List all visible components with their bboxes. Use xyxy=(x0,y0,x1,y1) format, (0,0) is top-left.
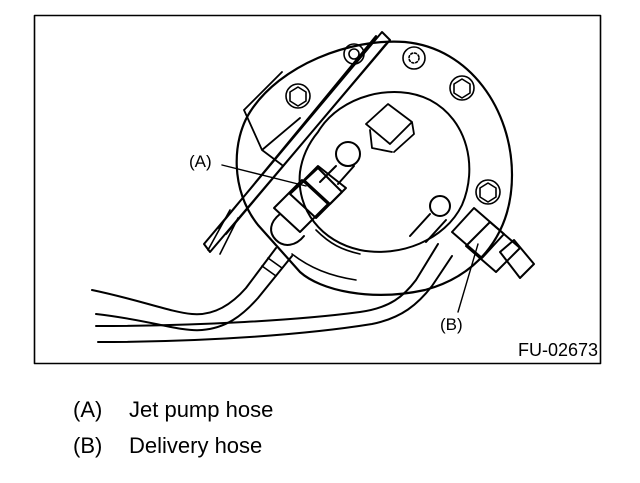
figure-frame xyxy=(33,14,602,365)
jet-pump-line xyxy=(91,247,277,316)
delivery-hose-fitting xyxy=(409,195,535,279)
legend-label: Delivery hose xyxy=(129,433,263,458)
bolt-lower-right xyxy=(475,179,501,205)
bolt-top-left xyxy=(285,83,311,109)
delivery-line-inner xyxy=(97,255,453,343)
jet-pump-line-band xyxy=(261,257,283,277)
legend: (A) Jet pump hose (B) Delivery hose xyxy=(73,392,273,464)
jet-pump-hose-fitting xyxy=(270,141,361,246)
diagonal-rod xyxy=(203,31,391,253)
lower-housing xyxy=(291,229,361,281)
rod-lower xyxy=(207,209,239,255)
legend-item-a: (A) Jet pump hose xyxy=(73,392,273,428)
delivery-line xyxy=(95,243,439,327)
callout-b-label: (B) xyxy=(440,315,463,334)
connector-block xyxy=(365,103,415,153)
pump-body xyxy=(298,91,471,253)
callout-a-leader xyxy=(221,164,307,187)
callout-b-leader xyxy=(457,243,479,313)
legend-label: Jet pump hose xyxy=(129,397,274,422)
bolt-top-right xyxy=(402,46,426,70)
bolt-right xyxy=(449,75,475,101)
callout-a-label: (A) xyxy=(189,152,212,171)
jet-pump-line-inner xyxy=(95,255,293,332)
mounting-plate xyxy=(235,40,514,296)
legend-letter: (A) xyxy=(73,397,103,422)
legend-item-b: (B) Delivery hose xyxy=(73,428,273,464)
figure-code: FU-02673 xyxy=(517,340,598,360)
legend-letter: (B) xyxy=(73,433,103,458)
